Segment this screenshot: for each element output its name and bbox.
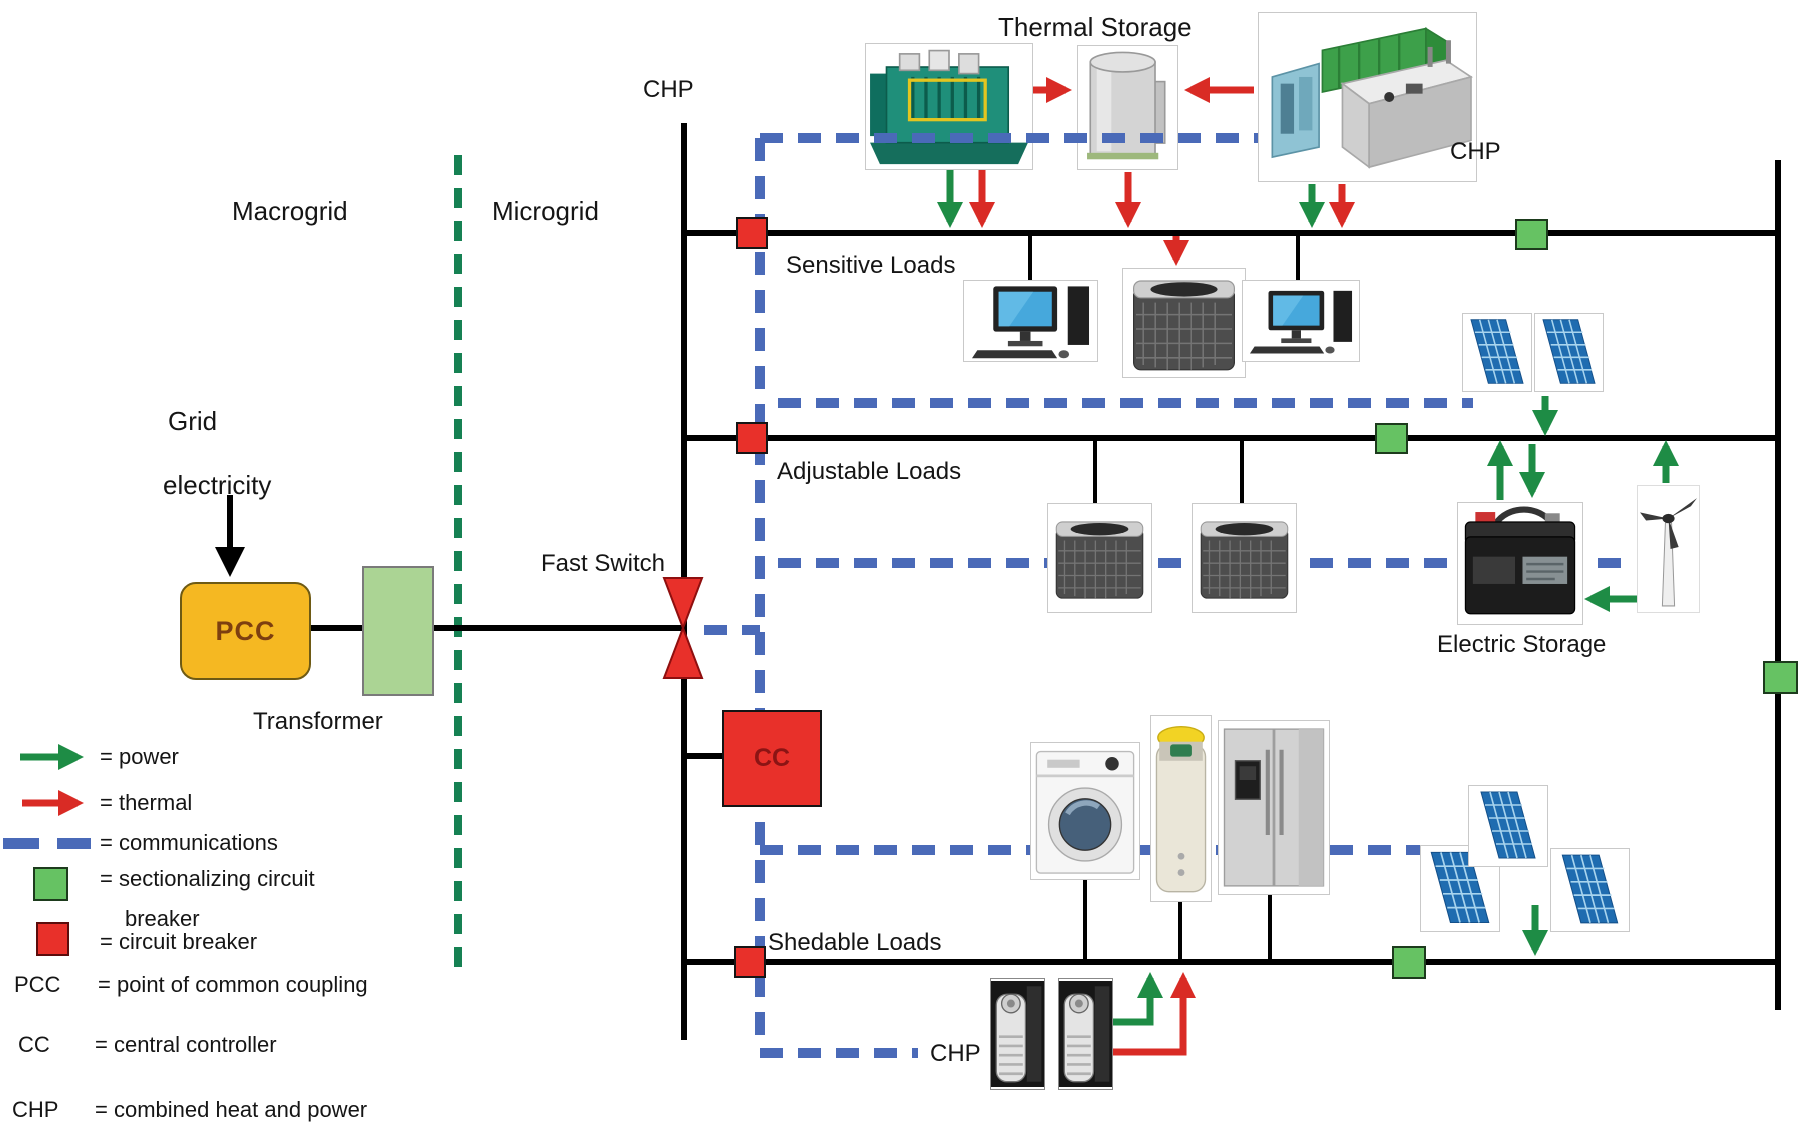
- shedable-loads-label: Shedable Loads: [768, 929, 942, 956]
- circuit-breaker-square-icon: [36, 922, 69, 956]
- legend-pcc-abbr: PCC: [14, 972, 61, 997]
- communications-dash-icon: [3, 838, 91, 849]
- legend-power-label: = power: [100, 744, 179, 769]
- legend-thermal-label: = thermal: [100, 790, 193, 815]
- sectionalizing-breaker-adjustable: [1375, 423, 1408, 454]
- chp-top-right-label: CHP: [1450, 138, 1501, 165]
- pcc-node: PCC: [180, 582, 311, 680]
- fast-switch-symbol: [658, 576, 708, 680]
- refrigerator-image: [1218, 720, 1330, 895]
- washing-machine-image: [1030, 742, 1140, 880]
- solar-panel-image-b3: [1550, 848, 1630, 932]
- sectionalizing-square-icon: [33, 867, 68, 901]
- thermal-storage-label: Thermal Storage: [998, 12, 1192, 42]
- circuit-breaker-shedable: [734, 946, 766, 978]
- chp-boiler-image-2: [1058, 978, 1113, 1090]
- desktop-computer-image-1: [963, 280, 1098, 362]
- grid-electricity-label-line2: electricity: [163, 470, 272, 500]
- transformer-symbol: [362, 566, 434, 696]
- legend-communications-label: = communications: [100, 830, 278, 855]
- sectionalizing-breaker-sensitive: [1515, 219, 1548, 250]
- wind-turbine-image: [1637, 485, 1700, 613]
- thermal-arrows: [22, 77, 1355, 1056]
- legend-cc-abbr: CC: [18, 1032, 50, 1057]
- fast-switch-label: Fast Switch: [541, 550, 666, 577]
- legend-pcc-label: = point of common coupling: [98, 972, 368, 997]
- solar-panel-image-b2: [1468, 785, 1548, 867]
- adjustable-loads-label: Adjustable Loads: [777, 458, 962, 485]
- microgrid-label: Microgrid: [492, 196, 599, 226]
- chp-bottom-label: CHP: [930, 1040, 981, 1067]
- desktop-computer-image-2: [1242, 280, 1360, 362]
- air-conditioner-image-adj-2: [1192, 503, 1297, 613]
- solar-panel-image-a1: [1462, 313, 1532, 392]
- legend-chp-label: = combined heat and power: [95, 1097, 368, 1122]
- water-heater-image: [1150, 715, 1212, 902]
- chp-boiler-image-1: [990, 978, 1045, 1090]
- transformer-label: Transformer: [253, 708, 383, 735]
- air-conditioner-image-sensitive: [1122, 268, 1246, 378]
- legend-sectionalizing-label-line2: breaker: [125, 906, 200, 931]
- sectionalizing-breaker-right-bus: [1763, 661, 1798, 694]
- legend-chp-abbr: CHP: [12, 1097, 59, 1122]
- communication-line-top: [760, 133, 1258, 143]
- central-controller-node: CC: [722, 710, 822, 807]
- air-conditioner-image-adj-1: [1047, 503, 1152, 613]
- legend-cc-label: = central controller: [95, 1032, 277, 1057]
- sectionalizing-breaker-shedable: [1392, 946, 1426, 979]
- grid-electricity-label-line1: Grid: [168, 406, 218, 436]
- battery-image: [1457, 502, 1583, 625]
- electric-storage-label: Electric Storage: [1437, 631, 1607, 658]
- solar-panel-image-a2: [1534, 313, 1604, 392]
- circuit-breaker-sensitive: [736, 217, 768, 249]
- circuit-breaker-adjustable: [736, 422, 768, 454]
- chp-top-left-label: CHP: [643, 76, 694, 103]
- sensitive-loads-label: Sensitive Loads: [786, 252, 956, 279]
- chp-container-unit-image: [1258, 12, 1477, 182]
- chp-engine-image: [865, 43, 1033, 170]
- macrogrid-label: Macrogrid: [232, 196, 348, 226]
- thermal-storage-tank-image: [1077, 45, 1178, 170]
- legend-sectionalizing-label-line1: = sectionalizing circuit: [100, 866, 315, 891]
- legend-circuit-breaker-label: = circuit breaker: [100, 929, 258, 954]
